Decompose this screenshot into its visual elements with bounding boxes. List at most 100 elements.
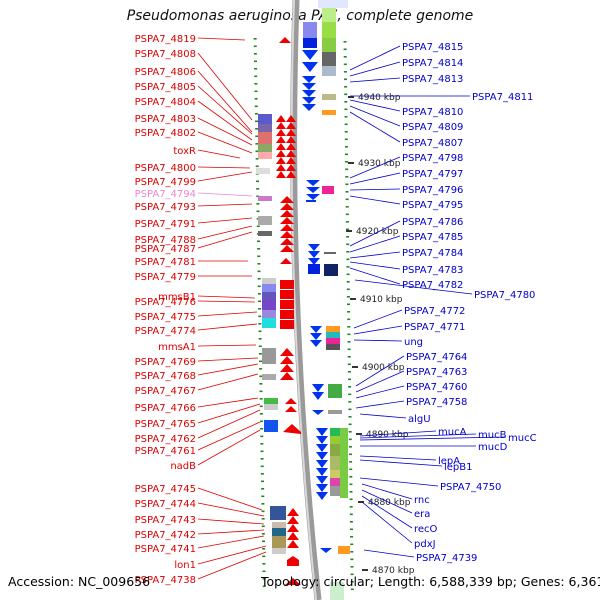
gene-feature-block	[262, 318, 276, 328]
kbp-tick-mark	[348, 96, 354, 98]
forward-gene-block	[280, 280, 294, 289]
tick-mark	[344, 146, 348, 148]
reverse-gene-arrow	[302, 83, 316, 90]
gene-feature-block	[322, 38, 336, 52]
tick-mark	[259, 413, 263, 415]
right-leader-line	[354, 279, 473, 295]
tick-mark	[260, 465, 264, 468]
reverse-gene-block	[303, 22, 317, 38]
right-gene-label-pspa7-4814: PSPA7_4814	[402, 58, 463, 69]
tick-mark	[346, 228, 350, 231]
tick-mark	[346, 251, 350, 253]
topology-summary: Topology: circular; Length: 6,588,339 bp…	[261, 574, 600, 589]
reverse-gene-arrow	[316, 492, 328, 500]
left-leader-line	[197, 518, 265, 525]
gene-feature-block	[324, 264, 338, 276]
left-gene-label-pspa7-4791: PSPA7_4791	[135, 219, 196, 230]
left-leader-line	[197, 397, 259, 408]
tick-mark	[349, 491, 353, 493]
tick-mark	[346, 288, 350, 291]
forward-gene-block	[280, 290, 294, 299]
right-leader-line	[359, 477, 439, 487]
tick-mark	[262, 548, 266, 550]
tick-mark	[349, 506, 353, 508]
tick-mark	[345, 206, 349, 208]
forward-gene-arrow	[285, 398, 297, 404]
tick-mark	[345, 221, 349, 223]
gene-feature-block	[258, 124, 272, 132]
right-gene-label-pspa7-4813: PSPA7_4813	[402, 74, 463, 85]
tick-mark	[347, 341, 351, 343]
left-leader-line	[197, 363, 259, 376]
tick-mark	[261, 533, 265, 535]
tick-mark	[347, 326, 351, 328]
left-gene-label-pspa7-4802: PSPA7_4802	[135, 128, 196, 139]
gene-feature-block	[326, 326, 340, 332]
tick-mark	[344, 108, 348, 111]
tick-mark	[349, 453, 353, 456]
gene-feature-block	[256, 168, 270, 174]
tick-mark	[345, 213, 349, 216]
left-leader-line	[197, 421, 261, 451]
forward-gene-arrow	[279, 37, 291, 43]
tick-mark	[350, 536, 354, 538]
tick-mark	[254, 60, 258, 63]
forward-gene-arrow	[280, 258, 292, 264]
left-gene-label-pspa7-4761: PSPA7_4761	[135, 446, 196, 457]
gene-feature-block	[328, 410, 342, 414]
tick-mark	[346, 281, 350, 283]
tick-mark	[256, 180, 260, 183]
forward-gene-arrow	[286, 150, 296, 157]
tick-mark	[350, 551, 354, 553]
forward-gene-arrow	[287, 524, 299, 532]
genome-backbone-highlight	[290, 0, 317, 600]
gene-feature-block	[322, 52, 336, 66]
right-gene-label-pspa7-4796: PSPA7_4796	[402, 185, 463, 196]
kbp-tick-label: 4910 kbp	[360, 295, 403, 305]
left-leader-line	[197, 166, 251, 169]
forward-gene-arrow	[280, 356, 294, 364]
reverse-gene-arrow	[302, 90, 316, 97]
tick-mark	[345, 183, 349, 186]
tick-mark	[349, 468, 353, 471]
tick-mark	[261, 488, 265, 490]
tick-mark	[262, 563, 266, 565]
right-gene-label-pspa7-4811: PSPA7_4811	[472, 92, 533, 103]
gene-feature-block	[262, 300, 276, 310]
left-gene-label-pspa7-4787: PSPA7_4787	[135, 244, 196, 255]
gene-feature-block	[330, 486, 342, 496]
right-gene-label-pspa7-4758: PSPA7_4758	[406, 397, 467, 408]
right-gene-label-pspa7-4785: PSPA7_4785	[402, 232, 463, 243]
right-leader-line	[355, 355, 405, 387]
tick-mark	[259, 405, 263, 408]
tick-mark	[343, 63, 347, 66]
reverse-gene-block	[303, 38, 317, 48]
left-gene-label-pspa7-4806: PSPA7_4806	[135, 67, 196, 78]
right-leader-line	[363, 549, 415, 558]
tick-mark	[350, 558, 354, 561]
forward-gene-arrow	[286, 136, 296, 143]
forward-gene-arrow	[287, 508, 299, 516]
tick-mark	[260, 435, 264, 438]
left-gene-label-pspa7-4800: PSPA7_4800	[135, 163, 196, 174]
gene-feature-block	[258, 152, 272, 159]
left-gene-label-pspa7-4808: PSPA7_4808	[135, 49, 196, 60]
left-gene-label-pspa7-4768: PSPA7_4768	[135, 371, 196, 382]
forward-gene-arrow	[285, 578, 301, 585]
gene-feature-block	[322, 66, 336, 76]
tick-mark	[346, 258, 350, 261]
tick-mark	[347, 303, 351, 306]
tick-mark	[348, 393, 352, 396]
right-gene-label-mucc: mucC	[508, 433, 537, 444]
tick-marks	[253, 38, 354, 591]
right-gene-label-pspa7-4760: PSPA7_4760	[406, 382, 467, 393]
tick-mark	[257, 248, 261, 250]
tick-mark	[347, 363, 351, 366]
tick-mark	[345, 176, 349, 178]
tick-mark	[262, 585, 266, 588]
reverse-gene-arrow	[316, 460, 328, 468]
left-gene-label-toxr: toxR	[173, 146, 196, 157]
gene-feature-block	[258, 231, 272, 236]
left-leader-line	[197, 311, 258, 317]
right-leader-line	[349, 267, 401, 285]
